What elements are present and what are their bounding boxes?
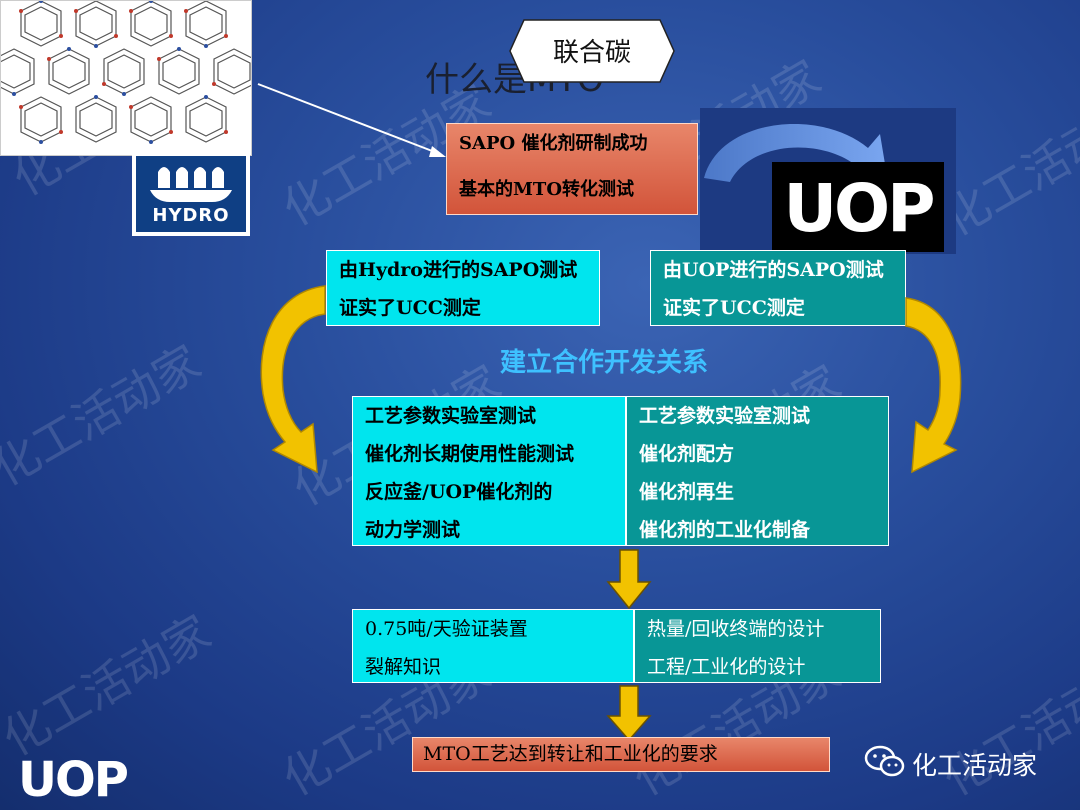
cooperation-label: 建立合作开发关系 (500, 348, 709, 378)
uop-logo-text: UOP (783, 170, 935, 247)
final-requirement-box: MTO工艺达到转让和工业化的要求 (412, 737, 830, 772)
sapo-line-1: SAPO 催化剂研制成功 (459, 133, 648, 154)
list-item: 裂解知识 (365, 656, 442, 678)
wechat-icon (864, 745, 905, 777)
yellow-down-arrow-2 (606, 685, 652, 742)
uop-logo-panel: UOP (700, 108, 956, 254)
hydro-logo-text: HYDRO (152, 205, 230, 226)
uop-test-box: 由UOP进行的SAPO测试 证实了UCC测定 (650, 250, 906, 326)
curved-blue-arrow (704, 124, 888, 182)
list-item: 催化剂长期使用性能测试 (365, 443, 575, 465)
sapo-line-2: 基本的MTO转化测试 (459, 179, 634, 200)
list-item: 催化剂再生 (639, 481, 735, 503)
bottom-right-box: 热量/回收终端的设计 工程/工业化的设计 (634, 609, 881, 683)
list-item: 工艺参数实验室测试 (365, 405, 537, 427)
title-banner-label: 联合碳 (552, 38, 631, 68)
list-item: 催化剂配方 (639, 443, 735, 465)
uop-test-line-1: 由UOP进行的SAPO测试 (663, 259, 884, 281)
list-item: 催化剂的工业化制备 (639, 519, 811, 541)
zeolite-structure-image (0, 0, 252, 156)
hydro-test-line-1: 由Hydro进行的SAPO测试 (339, 259, 578, 281)
list-item: 工程/工业化的设计 (647, 656, 806, 678)
yellow-curved-arrow-left (260, 285, 326, 474)
middle-right-box: 工艺参数实验室测试 催化剂配方 催化剂再生 催化剂的工业化制备 (626, 396, 889, 546)
yellow-down-arrow-1 (606, 549, 652, 610)
uop-test-line-2: 证实了UCC测定 (663, 297, 805, 319)
hydro-logo: HYDRO (132, 152, 250, 236)
hydro-ship-logo (150, 167, 232, 202)
list-item: 工艺参数实验室测试 (639, 405, 811, 427)
wechat-account-name: 化工活动家 (912, 751, 1038, 780)
list-item: 反应釜/UOP催化剂的 (365, 481, 553, 503)
uop-logo-box: UOP (772, 162, 944, 252)
hydro-test-box: 由Hydro进行的SAPO测试 证实了UCC测定 (326, 250, 600, 326)
middle-left-box: 工艺参数实验室测试 催化剂长期使用性能测试 反应釜/UOP催化剂的 动力学测试 (352, 396, 626, 546)
list-item: 0.75吨/天验证装置 (365, 618, 528, 640)
bottom-left-box: 0.75吨/天验证装置 裂解知识 (352, 609, 634, 683)
wechat-signature: 化工活动家 (864, 742, 1064, 782)
uop-corner-logo: UOP (18, 752, 129, 808)
sapo-success-box: SAPO 催化剂研制成功 基本的MTO转化测试 (446, 123, 698, 215)
hydro-test-line-2: 证实了UCC测定 (339, 297, 481, 319)
yellow-curved-arrow-right (905, 297, 962, 474)
title-banner: 联合碳 (508, 18, 676, 84)
list-item: 动力学测试 (365, 519, 461, 541)
list-item: 热量/回收终端的设计 (647, 618, 825, 640)
